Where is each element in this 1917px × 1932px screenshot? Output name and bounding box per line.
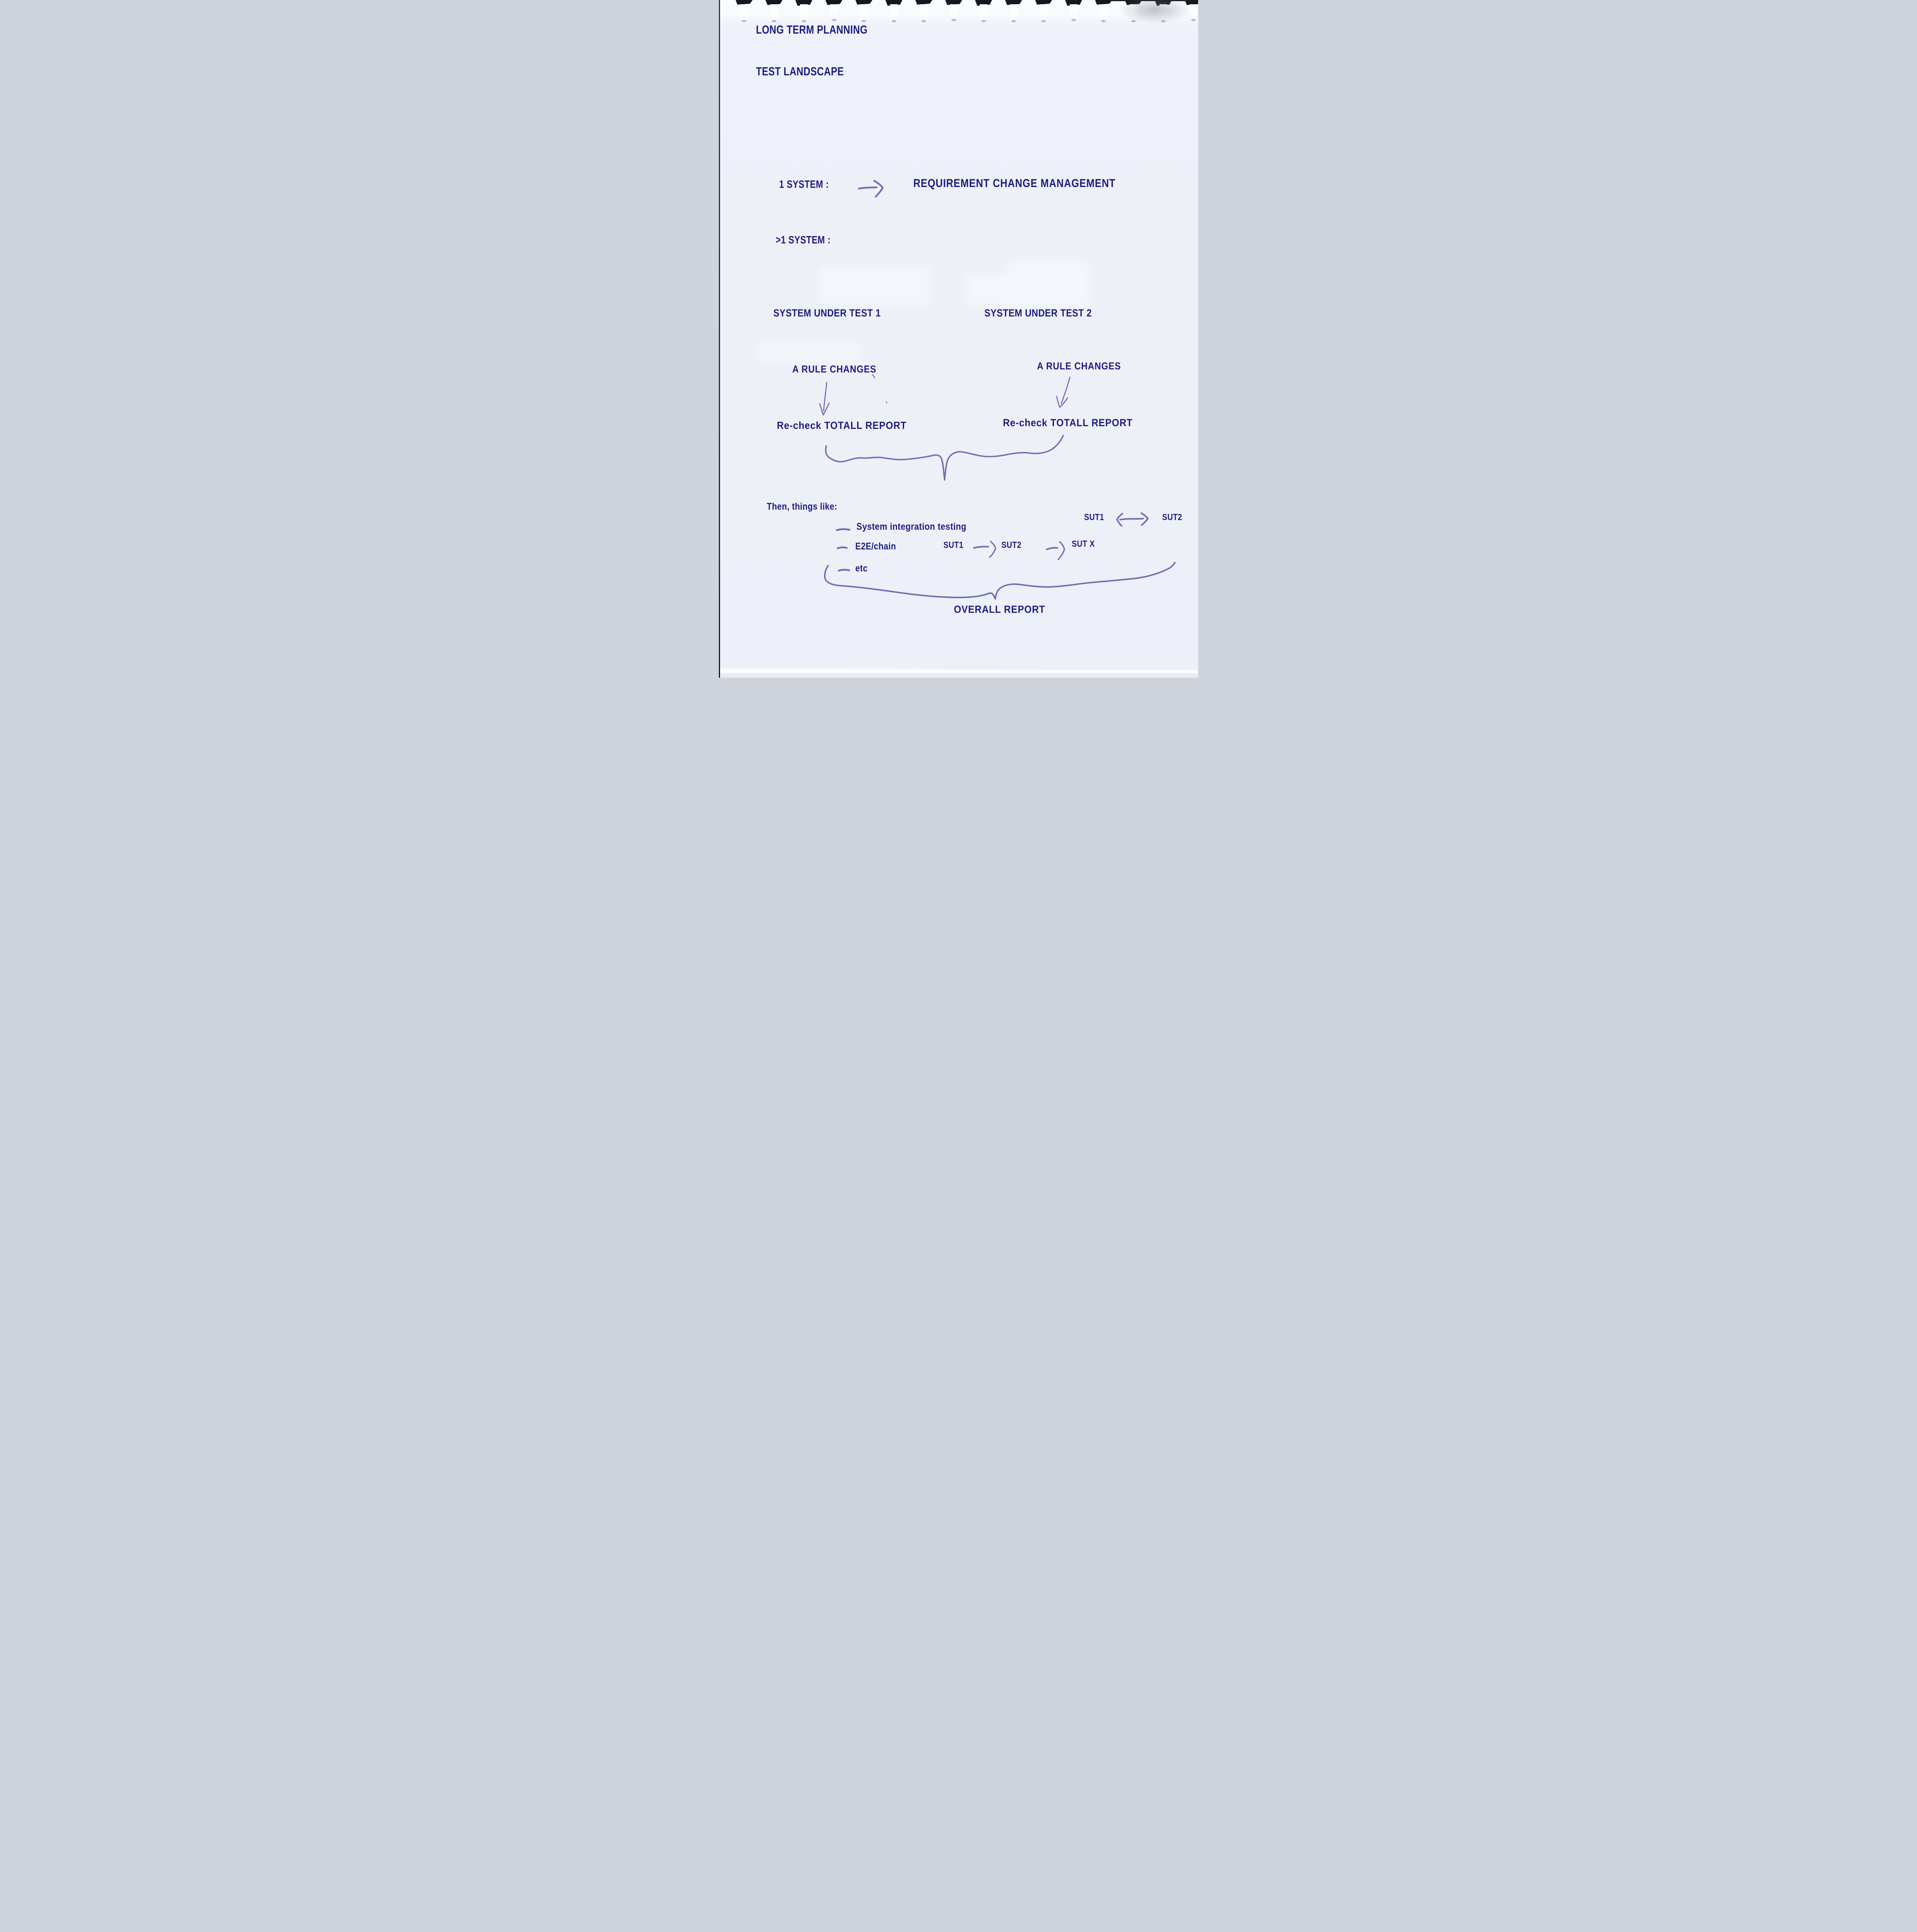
then-item-sit: System integration testing	[856, 521, 967, 532]
heading-test-landscape: TEST LANDSCAPE	[756, 65, 844, 78]
double-arrow-shaft-icon	[1119, 518, 1144, 520]
then-heading: Then, things like:	[767, 501, 838, 512]
hand-drawn-annotations	[819, 180, 1176, 600]
scan-edge-bottom	[719, 673, 1198, 678]
binding-hole-tab	[885, 0, 902, 24]
sut2-title: SYSTEM UNDER TEST 2	[984, 307, 1092, 319]
sut2-action: Re-check TOTALL REPORT	[1003, 417, 1133, 429]
down-arrow-head-icon	[1056, 396, 1068, 408]
sut2-event: A RULE CHANGES	[1037, 360, 1121, 372]
binding-hole-tab	[735, 0, 752, 24]
notebook-page: LONG TERM PLANNING TEST LANDSCAPE 1 SYST…	[719, 0, 1198, 678]
pen-speck	[872, 374, 875, 379]
sut1-event: A RULE CHANGES	[792, 363, 877, 375]
sut-pair-left: SUT1	[1084, 512, 1104, 522]
sut-chain-second: SUT2	[1001, 540, 1021, 550]
sut1-action: Re-check TOTALL REPORT	[777, 420, 907, 431]
binding-hole-tab	[975, 0, 992, 24]
scan-artifact-patch	[820, 267, 930, 305]
binding-hole-tab	[1035, 0, 1052, 24]
binding-hole-tab	[945, 0, 962, 24]
scan-artifact-patch	[1006, 261, 1091, 307]
then-item-etc: etc	[855, 563, 868, 574]
curly-brace-down-icon	[824, 562, 1176, 600]
curly-brace-down-icon	[825, 435, 1064, 481]
then-item-e2e: E2E/chain	[855, 541, 896, 552]
right-arrow-icon	[973, 546, 989, 549]
scan-edge-left	[719, 0, 720, 678]
sut1-title: SYSTEM UNDER TEST 1	[773, 307, 881, 319]
right-arrow-head-icon	[1057, 541, 1065, 560]
overall-report-label: OVERALL REPORT	[954, 604, 1045, 615]
scan-artifact-patch	[758, 343, 862, 362]
single-system-result: REQUIREMENT CHANGE MANAGEMENT	[913, 177, 1116, 190]
right-arrow-head-icon	[873, 180, 884, 198]
down-arrow-icon	[1061, 376, 1071, 404]
dash-bullet-icon	[836, 528, 851, 531]
single-system-label: 1 SYSTEM :	[779, 178, 829, 190]
pen-speck	[886, 401, 887, 403]
binding-hole-tab	[795, 0, 812, 24]
multi-system-label: >1 SYSTEM :	[776, 234, 831, 246]
right-arrow-icon	[858, 186, 878, 190]
binding-hole-tab	[915, 0, 932, 24]
heading-long-term-planning: LONG TERM PLANNING	[756, 23, 868, 36]
binding-hole-tab	[826, 0, 843, 24]
right-arrow-head-icon	[989, 541, 996, 558]
double-arrow-icon	[1141, 512, 1149, 526]
sut-pair-right: SUT2	[1162, 512, 1182, 522]
dash-bullet-icon	[838, 569, 850, 572]
sut-chain-first: SUT1	[943, 540, 964, 550]
binding-hole-tab	[1005, 0, 1022, 24]
right-arrow-icon	[1046, 547, 1058, 550]
down-arrow-head-icon	[819, 402, 830, 416]
binding-hole-tab	[1065, 0, 1082, 24]
down-arrow-icon	[823, 382, 827, 412]
binding-hole-tab	[855, 0, 872, 24]
binding-hole-tab	[766, 0, 783, 24]
scan-artifact-patch	[966, 275, 1009, 306]
sut-chain-third: SUT X	[1072, 539, 1095, 549]
double-arrow-icon	[1116, 513, 1123, 527]
scan-smudge	[1102, 0, 1198, 31]
